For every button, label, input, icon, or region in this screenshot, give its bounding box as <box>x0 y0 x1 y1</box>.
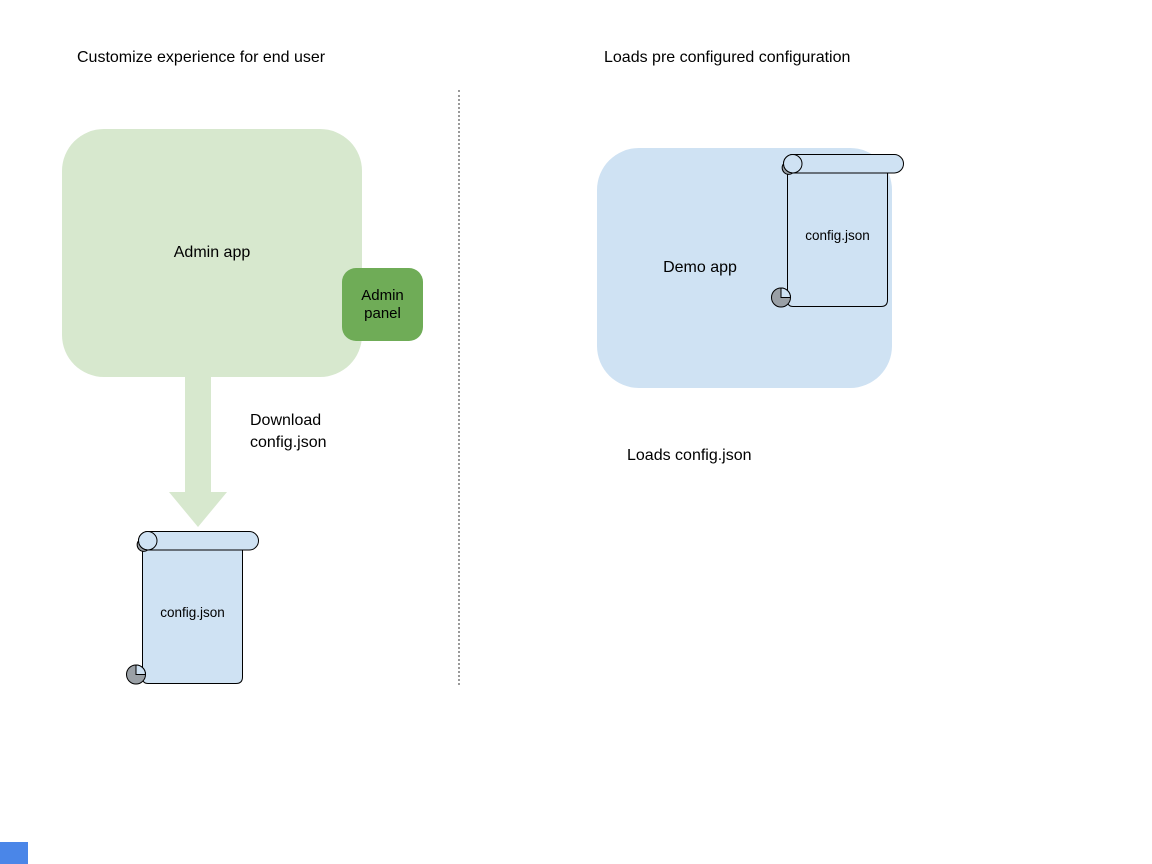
admin-panel-box: Admin panel <box>342 268 423 341</box>
config-file-scroll-left: config.json <box>126 531 260 685</box>
config-file-label: config.json <box>805 228 870 243</box>
demo-app-label: Demo app <box>663 259 737 276</box>
download-arrow <box>169 377 227 527</box>
download-caption: Download config.json <box>250 412 327 451</box>
config-file-scroll-right: config.json <box>771 154 905 308</box>
left-section-title: Customize experience for end user <box>77 49 326 66</box>
blue-corner-marker <box>0 842 28 864</box>
scroll-icon <box>771 154 904 308</box>
scroll-icon <box>126 531 259 685</box>
admin-app-label: Admin app <box>173 244 251 261</box>
config-file-label: config.json <box>160 605 225 620</box>
loads-config-caption: Loads config.json <box>627 447 752 464</box>
admin-panel-label: Admin panel <box>361 286 404 322</box>
right-section-title: Loads pre configured configuration <box>604 49 851 66</box>
admin-app-box: Admin app Admin panel <box>62 129 423 377</box>
section-divider <box>458 90 460 685</box>
